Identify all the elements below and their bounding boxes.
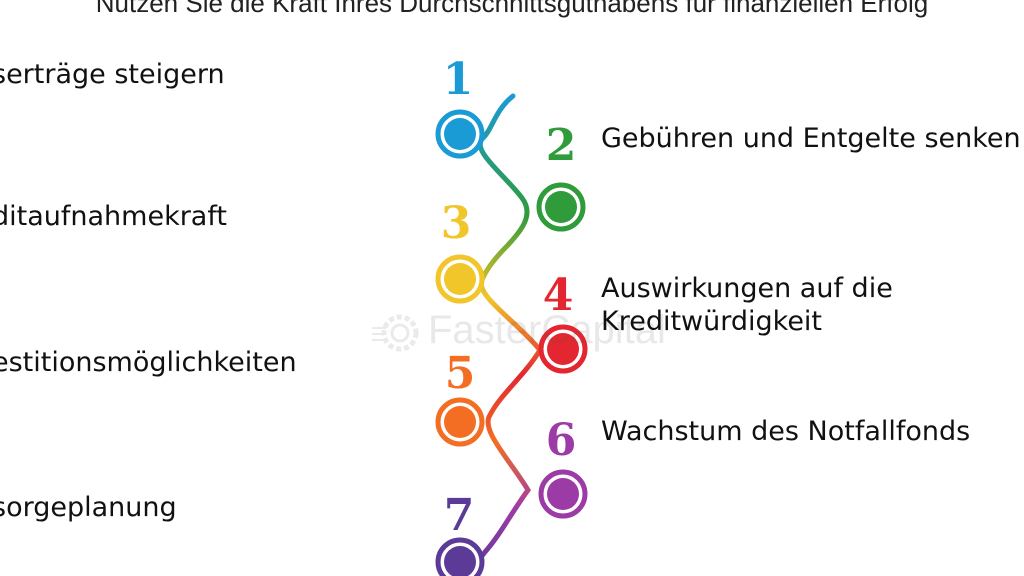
step-4-label-line-2: Kreditwürdigkeit — [601, 306, 823, 337]
step-4-dot — [547, 333, 579, 365]
step-5-label: estitionsmöglichkeiten — [0, 347, 297, 378]
step-2-dot — [545, 191, 577, 223]
step-3-dot — [444, 263, 476, 295]
step-1: 1 — [435, 54, 485, 159]
step-7-label: sorgeplanung — [0, 492, 177, 523]
step-4: 4 — [538, 270, 588, 374]
step-5: 5 — [435, 348, 485, 447]
step-3: 3 — [435, 198, 485, 304]
step-2-label: Gebühren und Entgelte senken — [601, 123, 1021, 154]
step-5-dot — [444, 406, 476, 438]
step-7-dot — [444, 546, 476, 576]
step-5-number: 5 — [445, 348, 476, 399]
connector-path — [459, 93, 544, 576]
step-1-number: 1 — [443, 54, 474, 105]
gear-icon — [372, 314, 419, 352]
page-title: Nutzen Sie die Kraft Ihres Durchschnitts… — [95, 0, 929, 18]
step-1-label: serträge steigern — [0, 59, 225, 90]
step-4-label-line-1: Auswirkungen auf die — [601, 273, 893, 304]
step-2: 2 — [536, 120, 586, 232]
step-3-number: 3 — [441, 198, 472, 249]
step-4-label: Auswirkungen auf die Kreditwürdigkeit — [601, 272, 893, 338]
step-6-dot — [547, 478, 579, 510]
step-6-number: 6 — [546, 415, 577, 466]
step-3-label: ditaufnahmekraft — [0, 201, 227, 232]
step-2-number: 2 — [546, 120, 577, 171]
watermark-text: FasterCapital — [428, 308, 666, 352]
step-7: 7 — [435, 490, 485, 576]
step-4-number: 4 — [543, 270, 574, 321]
watermark-logo: FasterCapital — [372, 308, 672, 358]
step-7-number: 7 — [444, 490, 475, 541]
step-1-dot — [444, 118, 476, 150]
step-6-label: Wachstum des Notfallfonds — [601, 416, 971, 447]
step-6: 6 — [538, 415, 588, 519]
